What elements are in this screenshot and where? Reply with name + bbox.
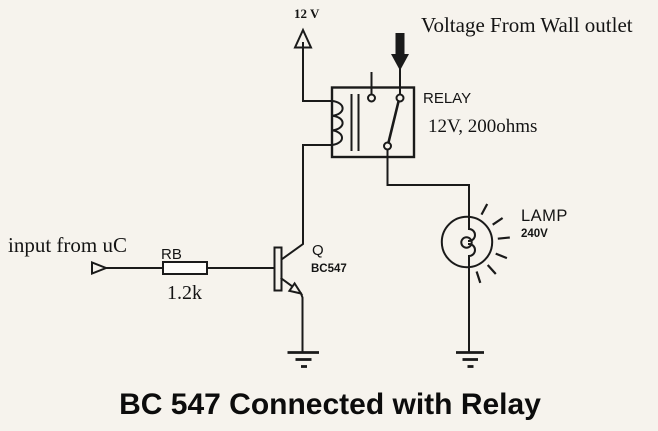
relay-box	[330, 86, 416, 159]
relay-symbol: RELAY 12V, 200ohms	[330, 68, 537, 159]
ground-symbol-transistor	[287, 351, 319, 368]
transistor-emitter-arrow-icon	[287, 281, 304, 296]
relay-spec-label: 12V, 200ohms	[428, 116, 537, 137]
input-section: input from uC	[8, 233, 164, 275]
relay-name-label: RELAY	[423, 90, 471, 107]
wall-arrow-shaft-icon	[395, 33, 405, 55]
emitter-ground-wire	[299, 292, 304, 353]
lamp-filament-loop	[460, 236, 473, 249]
resistor-value-label: 1.2k	[167, 282, 202, 304]
relay-contact-common	[383, 141, 392, 151]
supply-12v: 12 V	[293, 6, 333, 102]
transistor-base-bar	[273, 246, 283, 292]
transistor-emitter-line	[280, 277, 293, 287]
wall-outlet-label: Voltage From Wall outlet	[421, 13, 633, 37]
page-title: BC 547 Connected with Relay	[119, 388, 541, 421]
lamp-symbol: LAMP 240V	[440, 203, 568, 284]
lamp-spec-label: 240V	[521, 228, 548, 240]
transistor-ref-label: Q	[312, 242, 324, 259]
lamp-name-label: LAMP	[521, 207, 568, 225]
wall-outlet-feed: Voltage From Wall outlet	[391, 13, 633, 71]
supply-label: 12 V	[294, 6, 320, 21]
transistor-q: Q BC547	[273, 242, 347, 353]
collector-wire	[280, 144, 333, 261]
ground-symbol-lamp	[456, 351, 484, 368]
resistor-body	[162, 261, 208, 275]
lamp-rays-icon	[475, 203, 510, 284]
resistor-name-label: RB	[161, 246, 182, 263]
relay-core-icon	[350, 94, 360, 151]
relay-contact-nc	[367, 93, 376, 103]
transistor-part-label: BC547	[311, 263, 347, 275]
wall-arrow-head-icon	[391, 54, 409, 71]
resistor-rb: RB 1.2k	[161, 246, 275, 304]
lamp-filament-bottom	[467, 242, 476, 268]
input-label: input from uC	[8, 233, 127, 257]
relay-switch-blade	[387, 100, 400, 144]
input-arrow-icon	[91, 261, 109, 275]
lamp-bulb-icon	[440, 215, 494, 269]
relay-to-lamp-wire	[386, 148, 470, 218]
relay-contact-no	[395, 93, 405, 103]
relay-coil-icon	[330, 99, 344, 147]
supply-wire	[302, 42, 333, 102]
relay-pins	[370, 68, 401, 96]
